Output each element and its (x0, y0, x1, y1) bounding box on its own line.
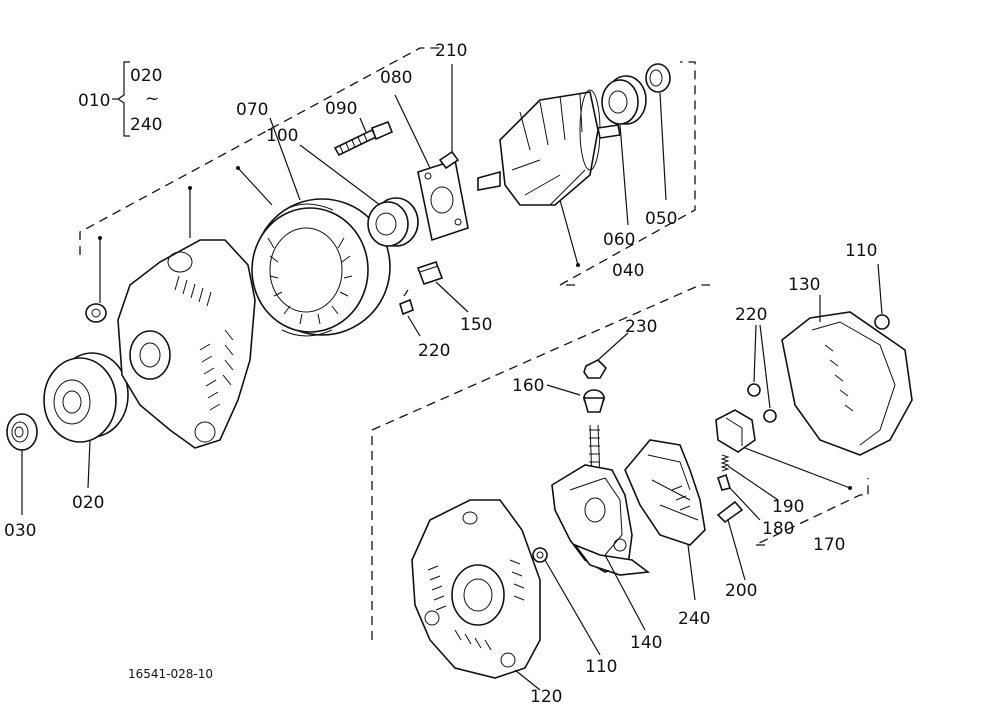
retainer-plate-part (417, 158, 469, 242)
group-label: 010 (78, 91, 110, 111)
callout-050: 050 (645, 209, 677, 229)
brush-holder-part (624, 439, 706, 601)
stator-part (236, 166, 391, 337)
callout-110-rear: 110 (585, 657, 617, 677)
callout-070: 070 (236, 100, 268, 120)
screw-part (438, 64, 460, 170)
cover-screws-part (747, 324, 777, 423)
callout-220-front: 220 (418, 341, 450, 361)
group-range-end: 240 (130, 115, 162, 135)
callout-190: 190 (772, 497, 804, 517)
front-frame-part (117, 186, 256, 449)
callout-140: 140 (630, 633, 662, 653)
callout-240: 240 (678, 609, 710, 629)
callout-040: 040 (612, 261, 644, 281)
regulator-holder-part (715, 409, 852, 490)
assembly-group-bracket: 010 020 ~ 240 (78, 61, 162, 137)
callout-200: 200 (725, 581, 757, 601)
callout-120: 120 (530, 687, 562, 706)
callout-180: 180 (762, 519, 794, 539)
callout-210: 210 (435, 41, 467, 61)
diagram-code: 16541-028-10 (128, 667, 213, 681)
callout-090: 090 (325, 99, 357, 119)
callout-080: 080 (380, 68, 412, 88)
terminal-nut-part (583, 332, 629, 379)
callout-110-cover: 110 (845, 241, 877, 261)
callout-030: 030 (4, 521, 36, 541)
group-range-start: 020 (130, 66, 162, 86)
bearing-rear-part (601, 75, 647, 226)
assembly-boundary-rear (371, 284, 869, 640)
seal-part (645, 63, 671, 201)
washer-part (85, 236, 107, 323)
rear-washer-part (532, 547, 601, 656)
callout-130: 130 (788, 275, 820, 295)
callout-labels: 030 020 070 100 090 080 210 060 050 040 … (4, 41, 877, 706)
callout-220-rear: 220 (735, 305, 767, 325)
terminal-bushing-part (546, 384, 606, 413)
brush-spring-part (716, 454, 779, 521)
callout-150: 150 (460, 315, 492, 335)
terminal-screw-part (399, 289, 421, 337)
callout-060: 060 (603, 230, 635, 250)
pulley-part (43, 352, 132, 489)
cover-nut-part (874, 263, 890, 330)
stud-bolt-part (333, 120, 394, 157)
insulator-part (416, 260, 469, 313)
rear-frame-part (411, 499, 541, 691)
leader-lines (269, 94, 431, 206)
rectifier-part (551, 424, 651, 631)
rear-cover-part (781, 295, 913, 456)
rotor-part (477, 89, 621, 267)
callout-020: 020 (72, 493, 104, 513)
callout-160: 160 (512, 376, 544, 396)
nut-part (6, 413, 38, 515)
assembly-boundary-front (79, 47, 696, 286)
regulator-screw-part (716, 500, 746, 581)
bearing-front-part (367, 197, 419, 247)
group-range-separator: ~ (145, 89, 159, 109)
callout-230: 230 (625, 317, 657, 337)
callout-170: 170 (813, 535, 845, 555)
callout-100: 100 (266, 126, 298, 146)
